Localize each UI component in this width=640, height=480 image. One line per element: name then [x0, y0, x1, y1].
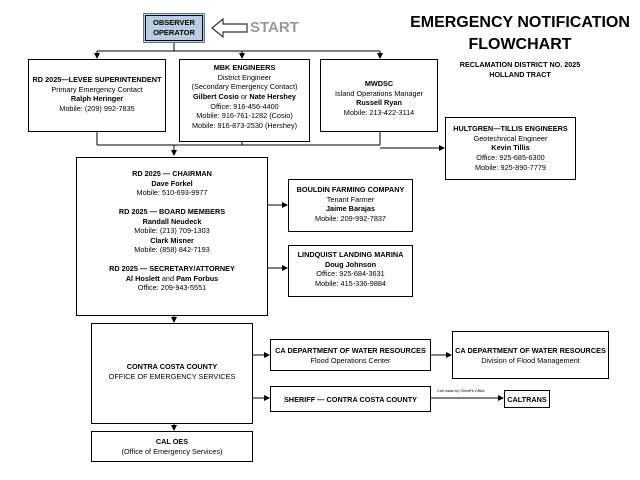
board-members-heading: RD 2025 — BOARD MEMBERS — [118, 206, 226, 216]
mbk-role2: (Secondary Emergency Contact) — [191, 82, 298, 92]
levee-superintendent-heading: RD 2025—LEVEE SUPERINTENDENT — [32, 75, 162, 84]
mwdsc-heading: MWDSC — [364, 79, 394, 88]
mbk-engineers-box: MBK ENGINEERS District Engineer (Seconda… — [179, 59, 310, 142]
subtitle-line1: RECLAMATION DISTRICT NO. 2025 — [459, 60, 581, 69]
secretary-and: and — [159, 273, 177, 283]
title-line2: FLOWCHART — [468, 35, 572, 53]
lindquist-heading: LINDQUIST LANDING MARINA — [297, 250, 404, 259]
secretary-heading: RD 2025 — SECRETARY/ATTORNEY — [109, 264, 235, 273]
cal-oes-line1: CAL OES — [155, 437, 189, 446]
mbk-office: Office: 916-456-4400 — [210, 101, 279, 111]
sheriff-box: SHERIFF — CONTRA COSTA COUNTY — [270, 386, 431, 412]
cal-oes-line2: (Office of Emergency Services) — [121, 446, 223, 456]
contra-costa-oes-box: CONTRA COSTA COUNTY OFFICE OF EMERGENCY … — [91, 323, 253, 424]
page-subtitle: RECLAMATION DISTRICT NO. 2025 HOLLAND TR… — [430, 60, 610, 79]
dwr-division-line2: Division of Flood Management — [481, 355, 580, 365]
title-line1: EMERGENCY NOTIFICATION — [410, 14, 630, 31]
secretary-name2: Pam Forbus — [176, 273, 219, 283]
chairman-name: Dave Forkel — [151, 178, 193, 188]
mbk-heading: MBK ENGINEERS — [213, 63, 276, 72]
lindquist-office: Office: 925-684-3631 — [316, 269, 385, 279]
bouldin-farming-box: BOULDIN FARMING COMPANY Tenant Farmer Ja… — [288, 179, 413, 232]
contra-costa-line2: OFFICE OF EMERGENCY SERVICES — [108, 371, 236, 381]
lindquist-mobile: Mobile: 415-336-9884 — [315, 278, 386, 288]
board-member1-name: Randall Neudeck — [142, 216, 202, 226]
secretary-name1: Al Hoslett — [125, 273, 160, 283]
start-arrow-icon — [211, 17, 248, 39]
hultgren-office: Office: 925-685-6300 — [476, 152, 545, 162]
board-member2-mobile: Mobile: (858) 842-7193 — [134, 245, 210, 255]
mwdsc-name: Russell Ryan — [356, 98, 402, 108]
dwr-flood-ops-line2: Flood Operations Center — [310, 355, 391, 365]
caltrans-box: CALTRANS — [504, 390, 550, 408]
lindquist-name: Doug Johnson — [324, 259, 377, 269]
contra-costa-line1: CONTRA COSTA COUNTY — [126, 362, 218, 371]
lindquist-marina-box: LINDQUIST LANDING MARINA Doug Johnson Of… — [288, 245, 413, 297]
mbk-mobile2: Mobile: 916-873-2530 (Hershey) — [191, 120, 298, 130]
dwr-flood-operations-box: CA DEPARTMENT OF WATER RESOURCES Flood O… — [270, 339, 431, 371]
mwdsc-mobile: Mobile: 213-422-3114 — [343, 107, 415, 117]
caltrans-line1: CALTRANS — [507, 395, 547, 404]
start-label: START — [250, 19, 299, 36]
mbk-role: District Engineer — [217, 72, 272, 82]
observer-operator-box: OBSERVER OPERATOR — [143, 13, 205, 43]
hultgren-heading: HULTGREN—TILLIS ENGINEERS — [453, 124, 568, 133]
rd2025-board-box: RD 2025 — CHAIRMAN Dave Forkel Mobile: 5… — [76, 157, 268, 316]
dwr-division-line1: CA DEPARTMENT OF WATER RESOURCES — [455, 346, 606, 355]
bouldin-role: Tenant Farmer — [326, 194, 375, 204]
chairman-mobile: Mobile: 510-693-9977 — [136, 188, 208, 198]
hultgren-tillis-box: HULTGREN—TILLIS ENGINEERS Geotechnical E… — [445, 117, 576, 180]
observer-line1: OBSERVER — [153, 18, 195, 27]
dwr-flood-management-box: CA DEPARTMENT OF WATER RESOURCES Divisio… — [452, 331, 609, 379]
bouldin-mobile: Mobile: 209-992-7837 — [315, 213, 386, 223]
cal-oes-box: CAL OES (Office of Emergency Services) — [91, 431, 253, 462]
hultgren-name: Kevin Tillis — [491, 143, 530, 153]
page-title: EMERGENCY NOTIFICATION FLOWCHART — [400, 12, 640, 55]
mbk-name1: Gilbert Cosio — [192, 91, 239, 101]
chairman-heading: RD 2025 — CHAIRMAN — [132, 169, 212, 178]
subtitle-line2: HOLLAND TRACT — [489, 69, 551, 79]
levee-superintendent-role: Primary Emergency Contact — [51, 84, 143, 94]
mwdsc-box: MWDSC Island Operations Manager Russell … — [320, 59, 438, 132]
bouldin-name: Jaime Barajas — [325, 204, 376, 214]
hultgren-mobile: Mobile: 925-890-7779 — [475, 162, 546, 172]
levee-superintendent-box: RD 2025—LEVEE SUPERINTENDENT Primary Eme… — [28, 59, 166, 132]
observer-line2: OPERATOR — [153, 27, 195, 37]
mbk-or: or — [238, 91, 250, 101]
levee-superintendent-name: Ralph Heringer — [70, 94, 124, 104]
levee-superintendent-mobile: Mobile: (209) 992-7835 — [59, 103, 135, 113]
call-note: Call made by Sheriff's Office — [437, 389, 485, 393]
board-member2-name: Clark Misner — [150, 235, 194, 245]
sheriff-line1: SHERIFF — CONTRA COSTA COUNTY — [283, 395, 418, 404]
hultgren-role: Geotechnical Engineer — [473, 133, 548, 143]
mbk-mobile1: Mobile: 916-761-1282 (Cosio) — [196, 111, 293, 121]
bouldin-heading: BOULDIN FARMING COMPANY — [296, 185, 405, 194]
mwdsc-role: Island Operations Manager — [334, 88, 424, 98]
secretary-office: Office: 209-943-5551 — [137, 283, 207, 293]
mbk-name2: Nate Hershey — [249, 91, 296, 101]
dwr-flood-ops-line1: CA DEPARTMENT OF WATER RESOURCES — [275, 346, 426, 355]
board-member1-mobile: Mobile: (213) 709-1303 — [134, 226, 210, 236]
